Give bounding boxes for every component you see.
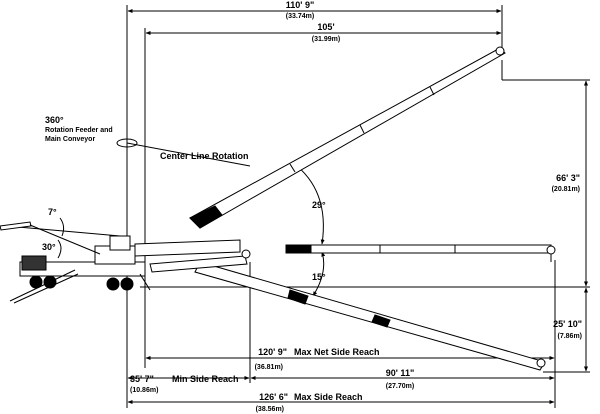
dimension-arrows [127, 9, 588, 404]
truck-tower [109, 235, 131, 251]
raised-boom-joint-2 [359, 124, 365, 134]
booms [134, 46, 556, 371]
truck [0, 221, 151, 304]
angle-15-arc [312, 251, 326, 297]
main-conveyor-tip [241, 249, 251, 259]
top-reach-imperial: 110' 9" [286, 0, 314, 10]
raised-boom-joint-3 [429, 86, 435, 96]
main-conveyor-lower [149, 255, 248, 273]
partial-reach-metric: (27.70m) [386, 383, 414, 390]
angle-30-arc [57, 239, 62, 259]
max-reach-metric: (38.56m) [256, 406, 284, 413]
center-line-label: Center Line Rotation [160, 151, 249, 161]
top-reach-metric: (33.74m) [286, 13, 314, 20]
horizontal-boom [285, 244, 552, 254]
max-net-reach-imperial: 120' 9" [258, 347, 287, 357]
horizontal-boom-tip [546, 245, 556, 255]
truck-cab [21, 255, 47, 271]
feeder-7-reference [17, 226, 121, 237]
outrigger [139, 273, 151, 291]
partial-reach-imperial: 90' 11" [386, 368, 414, 378]
second-reach-imperial: 105' [317, 22, 334, 32]
lowered-boom-tip [536, 358, 546, 368]
center-line-leader [126, 142, 251, 167]
second-reach-metric: (31.99m) [312, 36, 340, 43]
truck-chassis [19, 261, 146, 277]
depth-imperial: 25' 10" [553, 319, 582, 329]
height-imperial: 66' 3" [556, 173, 580, 183]
rotation-line1: Rotation Feeder and [45, 127, 113, 134]
min-reach-imperial: 35' 7" [130, 374, 154, 384]
raised-boom-joint-1 [289, 163, 296, 173]
angle-7-label: 7° [48, 207, 57, 217]
feeder-lowered [9, 269, 76, 302]
angle-29-label: 29° [312, 200, 326, 210]
raised-boom-base-band [189, 205, 223, 229]
angle-30-label: 30° [42, 242, 56, 252]
feeder-strut [29, 224, 101, 255]
min-reach-label: Min Side Reach [172, 374, 239, 384]
min-reach-metric: (10.86m) [130, 387, 158, 394]
height-metric: (20.81m) [552, 186, 580, 193]
max-reach-label: Max Side Reach [294, 392, 363, 402]
raised-boom-tip [495, 46, 505, 56]
horizontal-boom-base-band [285, 244, 312, 254]
angle-15-label: 15° [312, 272, 326, 282]
rotation-degrees: 360° [45, 115, 64, 125]
lowered-boom-band-2 [371, 314, 391, 328]
max-reach-imperial: 126' 6" [259, 392, 288, 402]
lowered-boom-band-1 [287, 289, 309, 305]
feeder-lowered-2 [13, 273, 79, 304]
rotation-line2: Main Conveyor [45, 136, 95, 143]
max-net-reach-metric: (36.81m) [255, 364, 283, 371]
truck-wheel-4 [120, 277, 134, 291]
rotation-symbol [116, 138, 138, 148]
truck-wheel-3 [106, 277, 120, 291]
depth-metric: (7.86m) [557, 333, 582, 340]
angle-7-arc [59, 217, 65, 237]
main-conveyor [134, 239, 241, 257]
raised-boom [189, 47, 506, 229]
feeder-raised [0, 221, 32, 231]
max-net-reach-label: Max Net Side Reach [294, 347, 380, 357]
truck-wheel-1 [29, 275, 43, 289]
